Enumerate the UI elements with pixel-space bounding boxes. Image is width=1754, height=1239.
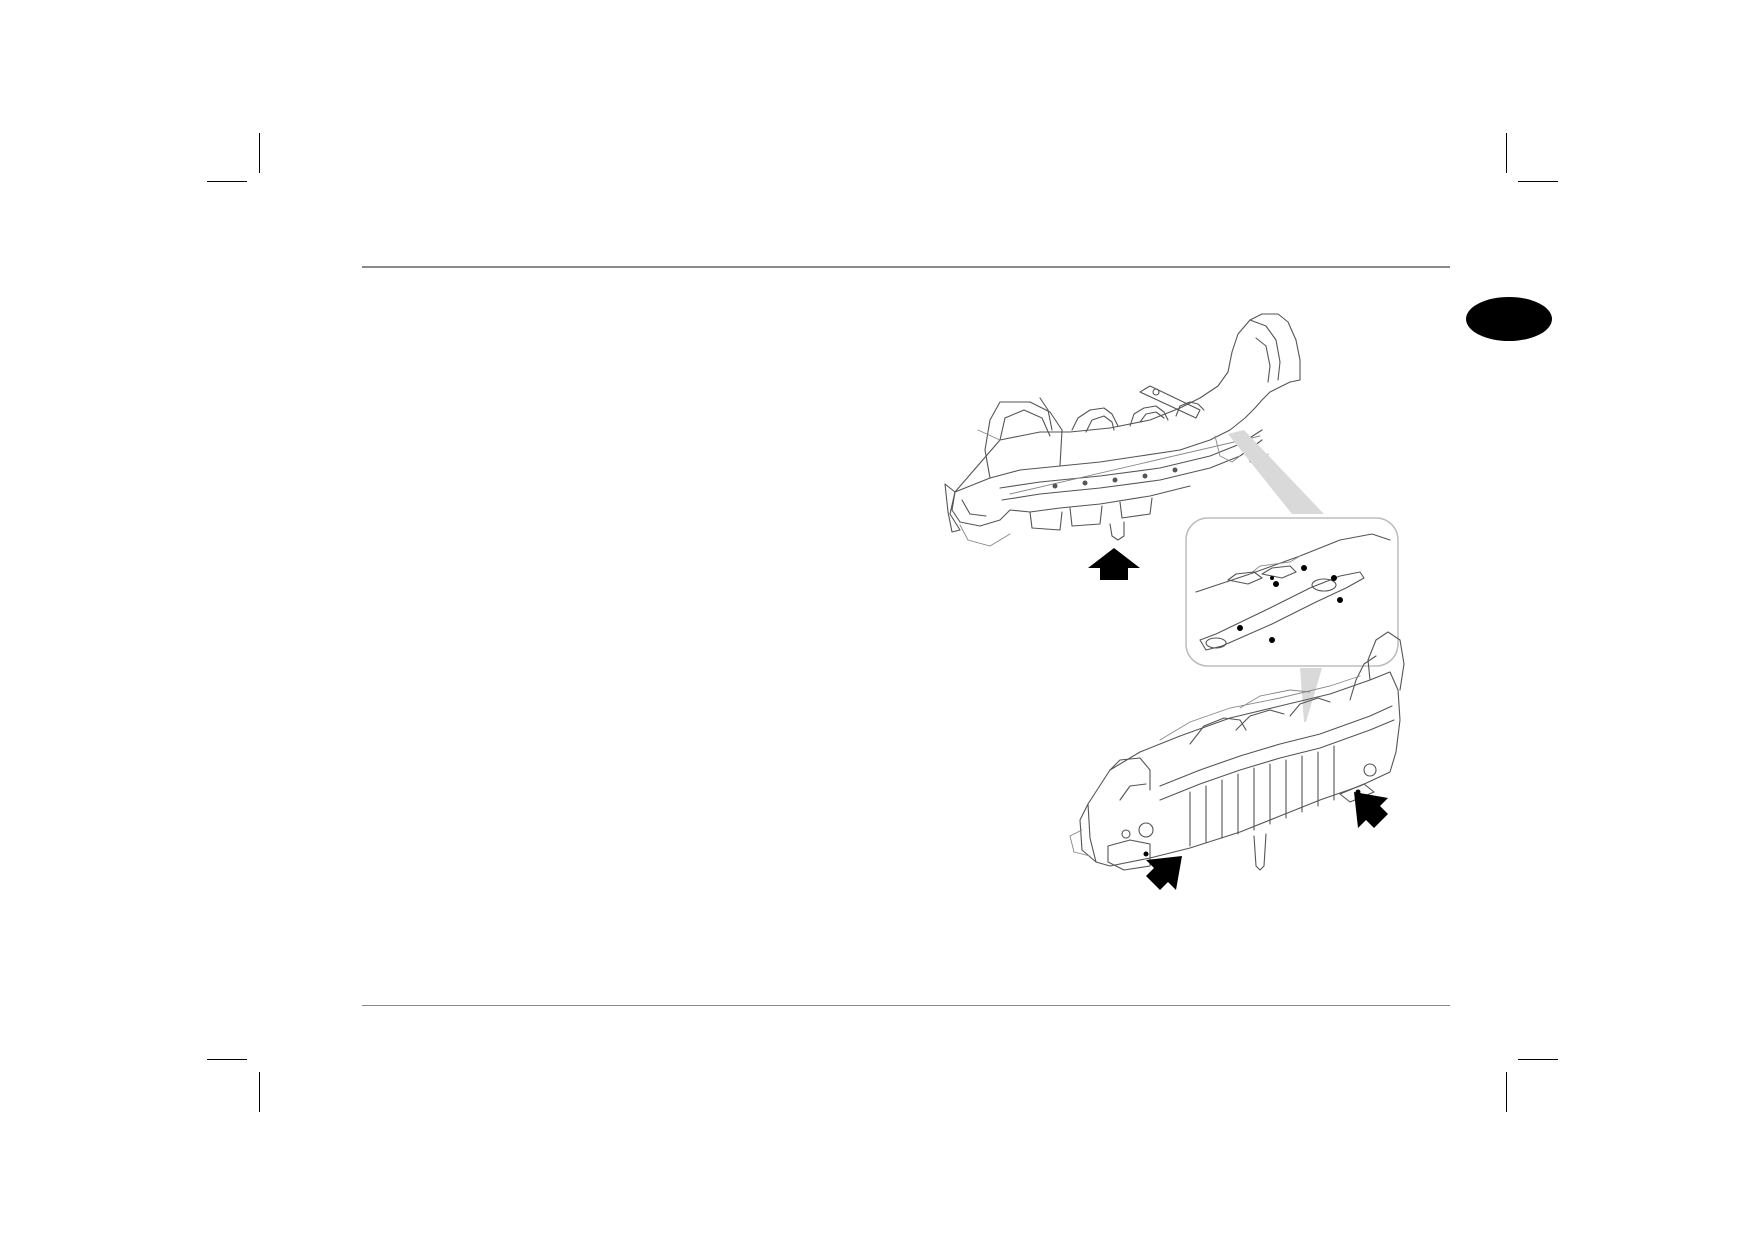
bracket-detail-icon — [1185, 517, 1399, 667]
crop-mark-bottom-right-v — [1506, 1072, 1507, 1112]
header-rule — [362, 266, 1450, 268]
arrow-diagonal-icon — [1354, 792, 1388, 828]
crop-mark-bottom-left-v — [259, 1072, 260, 1112]
crop-mark-top-right-h — [1518, 181, 1558, 182]
rear-body-frame-icon — [1069, 631, 1405, 871]
callout-wedge-bottom — [1300, 668, 1322, 722]
arrow-diagonal-icon — [1146, 856, 1182, 890]
arrow-up-icon — [1088, 548, 1140, 580]
footer-rule — [362, 1005, 1450, 1006]
crop-mark-top-right-v — [1506, 133, 1507, 173]
rear-body-frame-icon — [944, 313, 1301, 547]
crop-mark-top-left-h — [207, 181, 247, 182]
crop-mark-top-left-v — [259, 133, 260, 173]
crop-mark-bottom-left-h — [207, 1059, 247, 1060]
callout-wedge-top — [1228, 430, 1324, 514]
crop-mark-bottom-right-h — [1518, 1059, 1558, 1060]
chapter-tab-marker — [1466, 297, 1552, 341]
